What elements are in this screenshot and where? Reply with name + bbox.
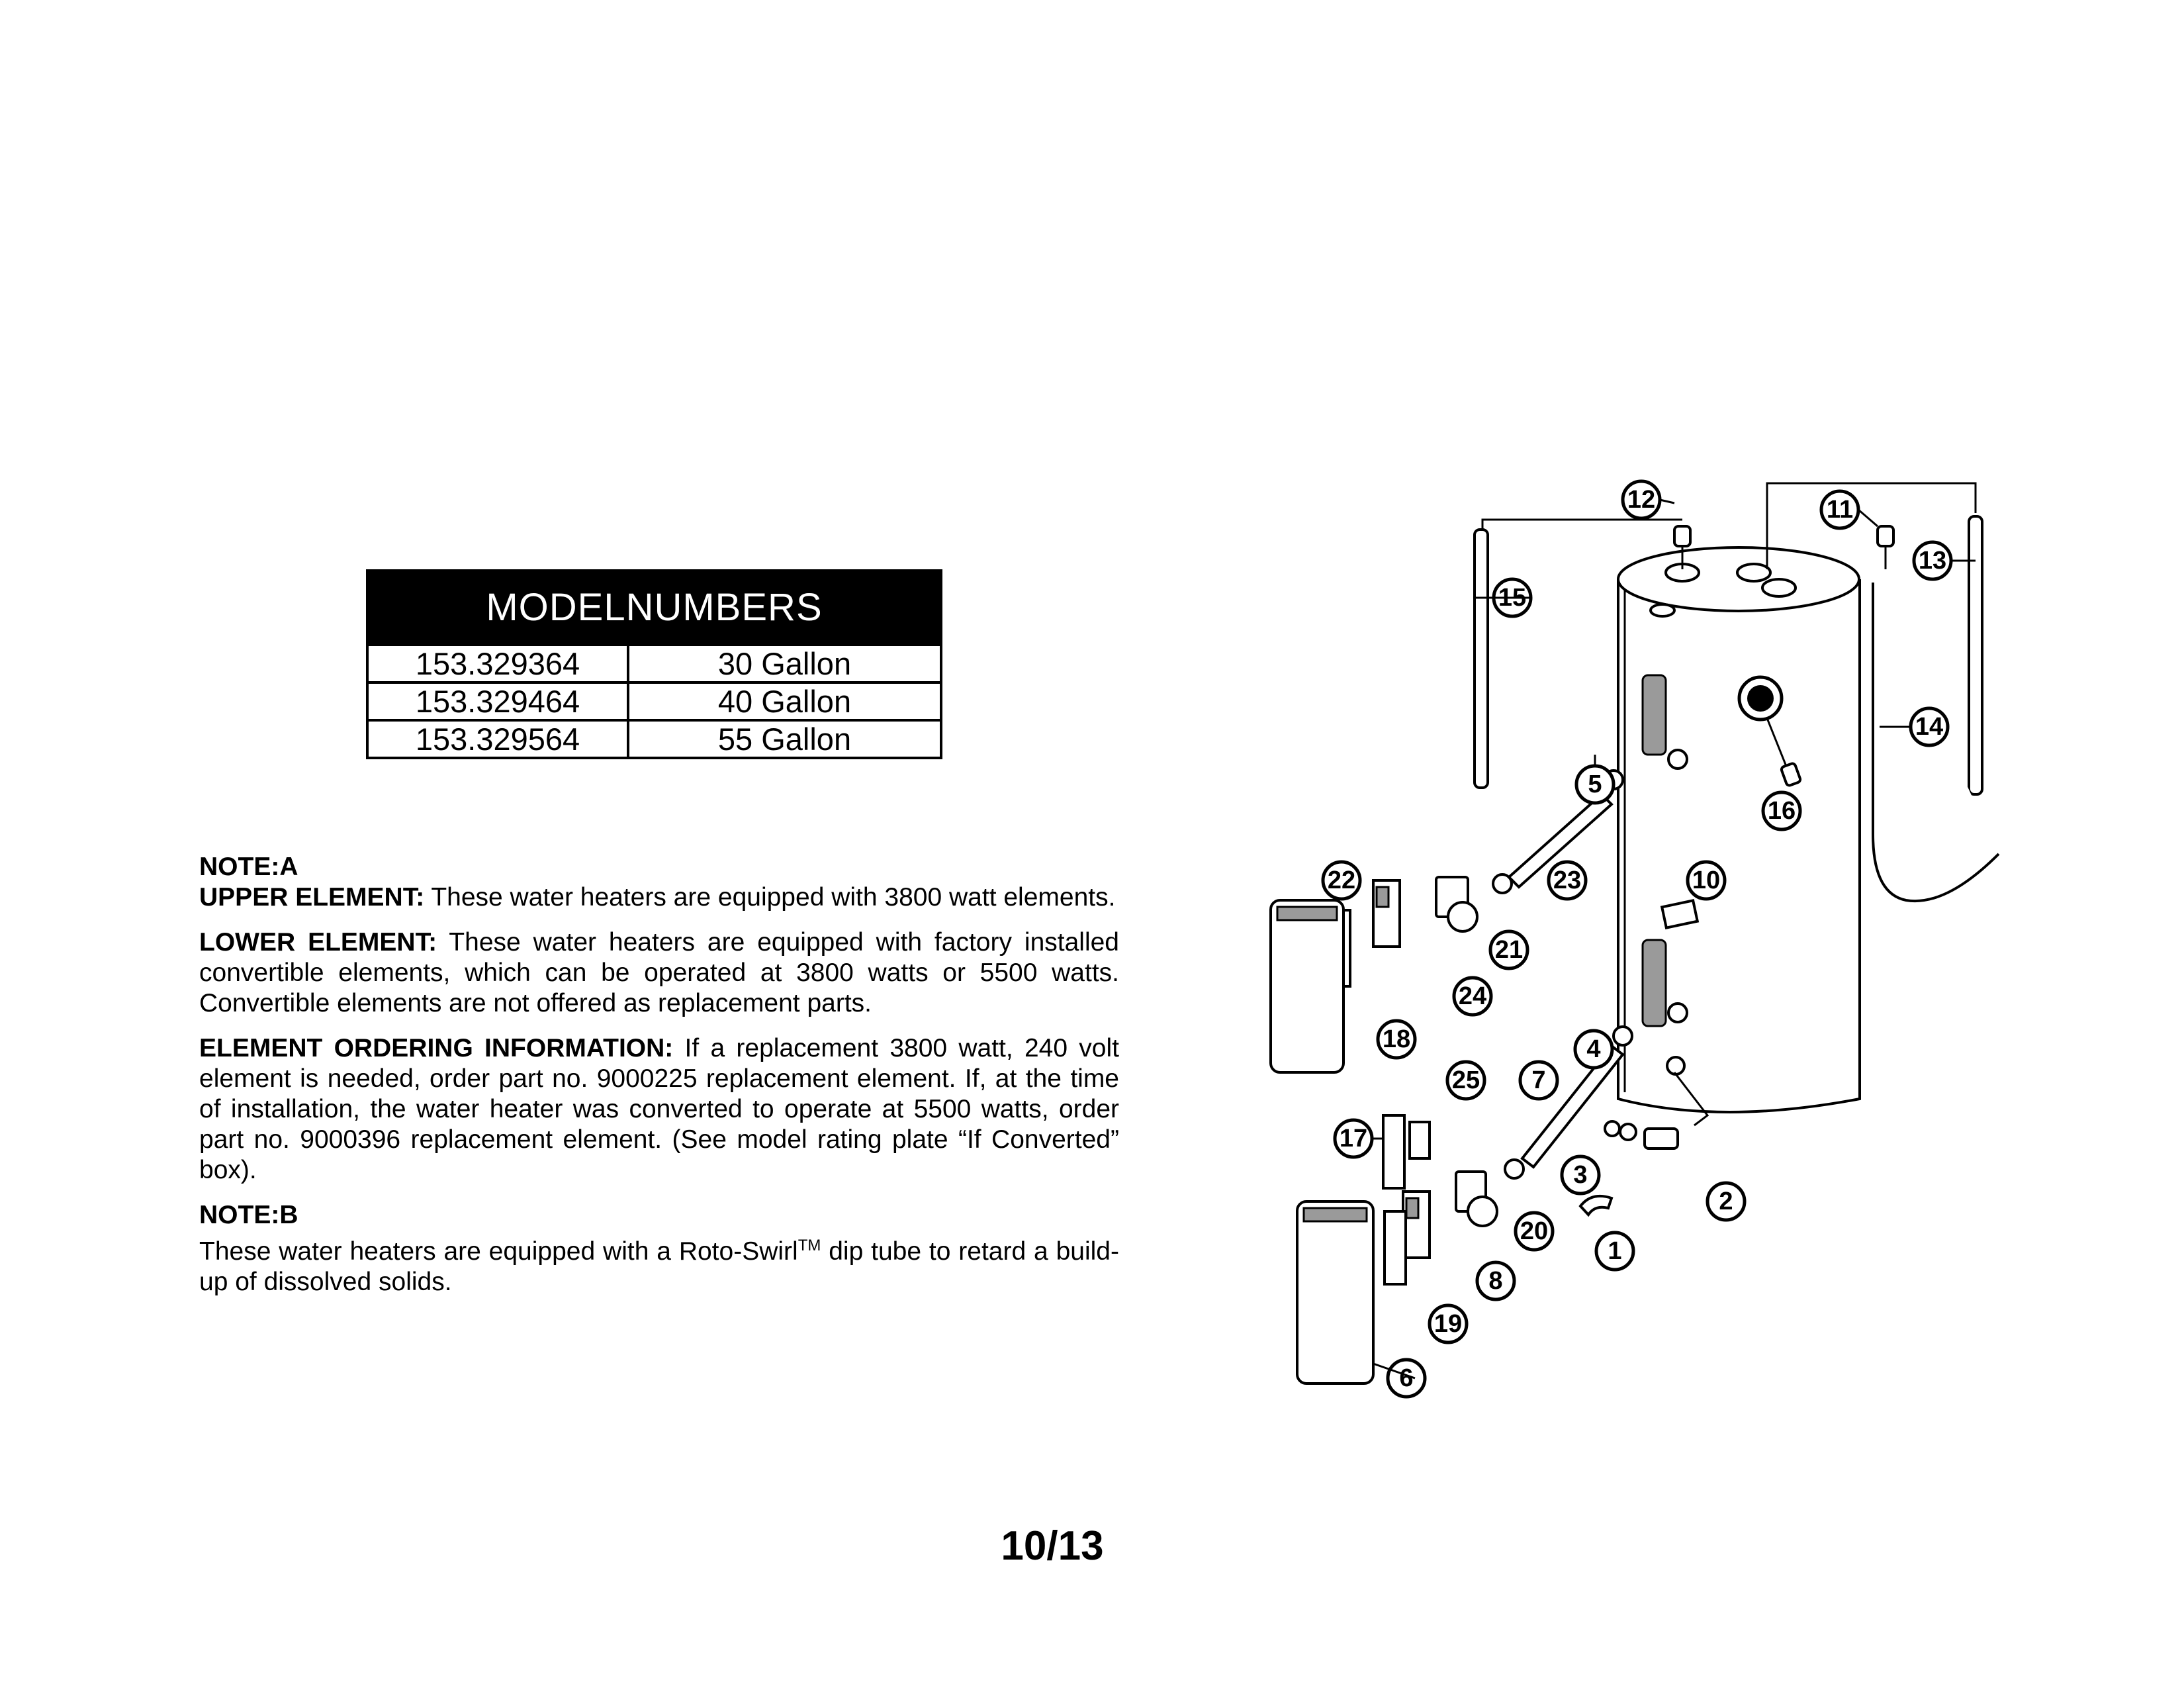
callout-4-label: 4 <box>1586 1035 1600 1063</box>
callout-24-label: 24 <box>1459 982 1486 1010</box>
callout-14: 14 <box>1909 706 1950 747</box>
lower-element-text: These water heaters are equipped with fa… <box>199 928 1119 1017</box>
callout-24: 24 <box>1452 976 1493 1017</box>
model-number-cell: 153.329564 <box>369 722 629 757</box>
parts-diagram-svg: 1 2 3 4 5 6 7 8 10 11 12 13 14 15 16 17 … <box>1269 479 2000 1399</box>
upper-element-text: These water heaters are equipped with 38… <box>424 883 1116 912</box>
callout-19-label: 19 <box>1434 1310 1462 1338</box>
capacity-cell: 55 Gallon <box>717 722 852 757</box>
callout-18: 18 <box>1376 1019 1417 1060</box>
callout-3-label: 3 <box>1573 1161 1587 1189</box>
callout-7: 7 <box>1518 1060 1559 1101</box>
callout-7-label: 7 <box>1531 1066 1545 1094</box>
model-number-cell: 153.329464 <box>369 684 629 719</box>
capacity-cell: 30 Gallon <box>717 646 852 681</box>
callout-16: 16 <box>1761 790 1802 831</box>
tank-illustration <box>1617 546 1861 1113</box>
callout-22-label: 22 <box>1328 867 1355 894</box>
lower-element-assembly <box>1296 1025 1709 1385</box>
model-numbers-table: MODELNUMBERS 153.329364 30 Gallon 153.32… <box>366 569 942 759</box>
callout-19: 19 <box>1428 1303 1469 1344</box>
callout-17-label: 17 <box>1340 1125 1367 1152</box>
callout-17: 17 <box>1333 1118 1374 1159</box>
table-row: 153.329364 30 Gallon <box>369 643 940 681</box>
callout-5: 5 <box>1574 764 1615 805</box>
callout-1: 1 <box>1594 1231 1635 1272</box>
callout-10-label: 10 <box>1692 867 1720 894</box>
callout-2: 2 <box>1706 1181 1747 1222</box>
model-number-cell: 153.329364 <box>369 646 629 681</box>
callout-5-label: 5 <box>1588 771 1602 798</box>
trademark-mark: TM <box>797 1237 821 1254</box>
callout-12-label: 12 <box>1627 486 1655 514</box>
table-row: 153.329564 55 Gallon <box>369 719 940 757</box>
notes-section: NOTE:A UPPER ELEMENT: These water heater… <box>199 852 1119 1312</box>
element-ordering-note: ELEMENT ORDERING INFORMATION: If a repla… <box>199 1033 1119 1186</box>
callout-21: 21 <box>1488 929 1529 970</box>
callout-18-label: 18 <box>1383 1025 1410 1053</box>
callout-6-label: 6 <box>1399 1364 1413 1392</box>
element-ordering-label: ELEMENT ORDERING INFORMATION: <box>199 1034 674 1062</box>
water-heater-parts-diagram: 1 2 3 4 5 6 7 8 10 11 12 13 14 15 16 17 … <box>1244 463 2012 1430</box>
callout-leaders <box>1372 498 1976 1380</box>
callout-12: 12 <box>1621 479 1662 520</box>
callout-3: 3 <box>1560 1154 1601 1196</box>
note-b-text-before: These water heaters are equipped with a … <box>199 1237 798 1266</box>
callout-21-label: 21 <box>1495 936 1523 964</box>
callout-2-label: 2 <box>1719 1188 1733 1215</box>
lower-element-note: LOWER ELEMENT: These water heaters are e… <box>199 927 1119 1019</box>
callout-13-label: 13 <box>1919 547 1946 575</box>
callout-23-label: 23 <box>1553 867 1581 894</box>
note-b-title: NOTE:B <box>199 1201 298 1229</box>
upper-element-note: UPPER ELEMENT: These water heaters are e… <box>199 882 1119 913</box>
callout-16-label: 16 <box>1768 797 1796 825</box>
callout-10: 10 <box>1686 860 1727 901</box>
callout-11: 11 <box>1819 489 1860 530</box>
callout-25-label: 25 <box>1452 1066 1480 1094</box>
element-ordering-text: If a replacement 3800 watt, 240 volt ele… <box>199 1034 1119 1184</box>
callout-11-label: 11 <box>1827 496 1853 524</box>
callout-8-label: 8 <box>1488 1267 1502 1295</box>
table-row: 153.329464 40 Gallon <box>369 681 940 719</box>
callout-25: 25 <box>1445 1060 1486 1101</box>
callout-22: 22 <box>1321 860 1362 901</box>
callout-1-label: 1 <box>1608 1237 1621 1265</box>
callout-20-label: 20 <box>1520 1217 1548 1245</box>
page-number: 10/13 <box>1001 1523 1104 1569</box>
capacity-cell: 40 Gallon <box>717 684 852 719</box>
model-table-header: MODELNUMBERS <box>369 572 940 643</box>
callout-8: 8 <box>1475 1260 1516 1301</box>
callout-4: 4 <box>1573 1029 1614 1070</box>
callout-14-label: 14 <box>1915 713 1943 741</box>
callout-23: 23 <box>1547 860 1588 901</box>
note-b-text-after: dip tube to retard a build-up of dissolv… <box>199 1237 1119 1296</box>
note-a-title: NOTE:A <box>199 853 298 881</box>
note-b-text: These water heaters are equipped with a … <box>199 1231 1119 1297</box>
upper-element-assembly <box>1269 769 1624 1074</box>
callout-13: 13 <box>1912 540 1953 581</box>
callout-20: 20 <box>1514 1211 1555 1252</box>
callout-6: 6 <box>1386 1358 1427 1399</box>
lower-element-label: LOWER ELEMENT: <box>199 928 437 957</box>
upper-element-label: UPPER ELEMENT: <box>199 883 425 912</box>
